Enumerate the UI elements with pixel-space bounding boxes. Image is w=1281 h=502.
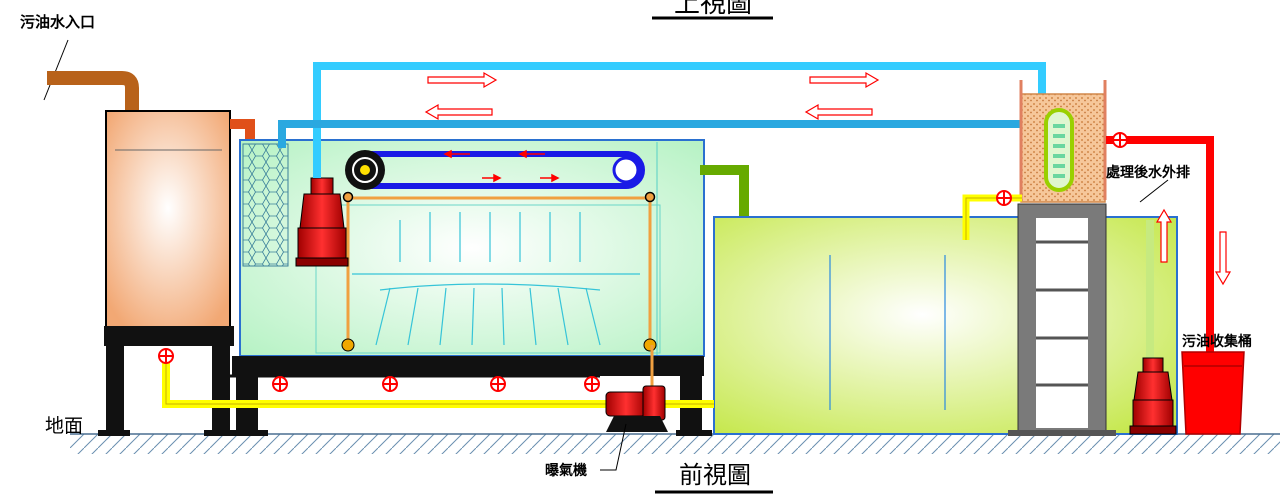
inclined-plates (352, 212, 640, 346)
raw-water-tank (105, 110, 231, 328)
filter-cartridge (1044, 108, 1074, 192)
filter-cartridge-slots (1053, 124, 1065, 178)
aerator-blower (605, 385, 668, 432)
belt-flow-arrows (443, 149, 560, 183)
oil-discharge-valve (1112, 132, 1128, 148)
submersible-pump-right (1129, 357, 1177, 435)
skimmer-idler-wheel (612, 156, 640, 184)
ground-line (70, 433, 1280, 454)
inlet-leader-line (43, 39, 69, 101)
submersible-pump-left (295, 177, 349, 267)
aeration-valve-5 (584, 376, 600, 392)
coalescer-media (242, 143, 289, 267)
lower-return-pipe (278, 120, 1022, 148)
aeration-valve-2 (272, 376, 288, 392)
skimmer-drive-wheel-ring (352, 157, 378, 183)
frame-foot-left (341, 338, 355, 352)
aerator-label: 曝氣機 (545, 462, 587, 479)
pipe-flow-arrows (424, 71, 880, 121)
aeration-valve-4 (490, 376, 506, 392)
aeration-valve-3 (382, 376, 398, 392)
filter-tower-column (1008, 203, 1116, 436)
oil-collection-bucket (1181, 351, 1245, 435)
aeration-pipe-edge (165, 360, 714, 405)
aeration-valve-1 (158, 348, 174, 364)
outlet-leader-line (1139, 179, 1169, 203)
skimmer-frame (346, 196, 652, 345)
raw-tank-stand (98, 326, 236, 436)
oil-flow-down-arrow (1214, 231, 1232, 286)
inner-chamber (315, 204, 661, 354)
treated-water-outlet-label: 處理後水外排 (1106, 164, 1190, 181)
frame-foot-right (643, 338, 657, 352)
inlet-label: 污油水入口 (20, 13, 95, 31)
inlet-pipe (47, 71, 139, 140)
top-view-title: 上視圖 (674, 0, 752, 19)
aerator-leader-line (600, 423, 627, 471)
skimmer-drive-wheel-hub (360, 165, 370, 175)
ground-label: 地面 (45, 415, 83, 437)
filter-feed-valve (996, 190, 1012, 206)
frame-pivot-left (342, 191, 354, 203)
oil-bucket-label: 污油收集桶 (1182, 333, 1252, 350)
treated-flow-up-arrow (1155, 208, 1173, 263)
oil-discharge-pipe (1106, 136, 1214, 355)
frame-pivot-right (644, 191, 656, 203)
front-view-title: 前視圖 (679, 461, 751, 489)
